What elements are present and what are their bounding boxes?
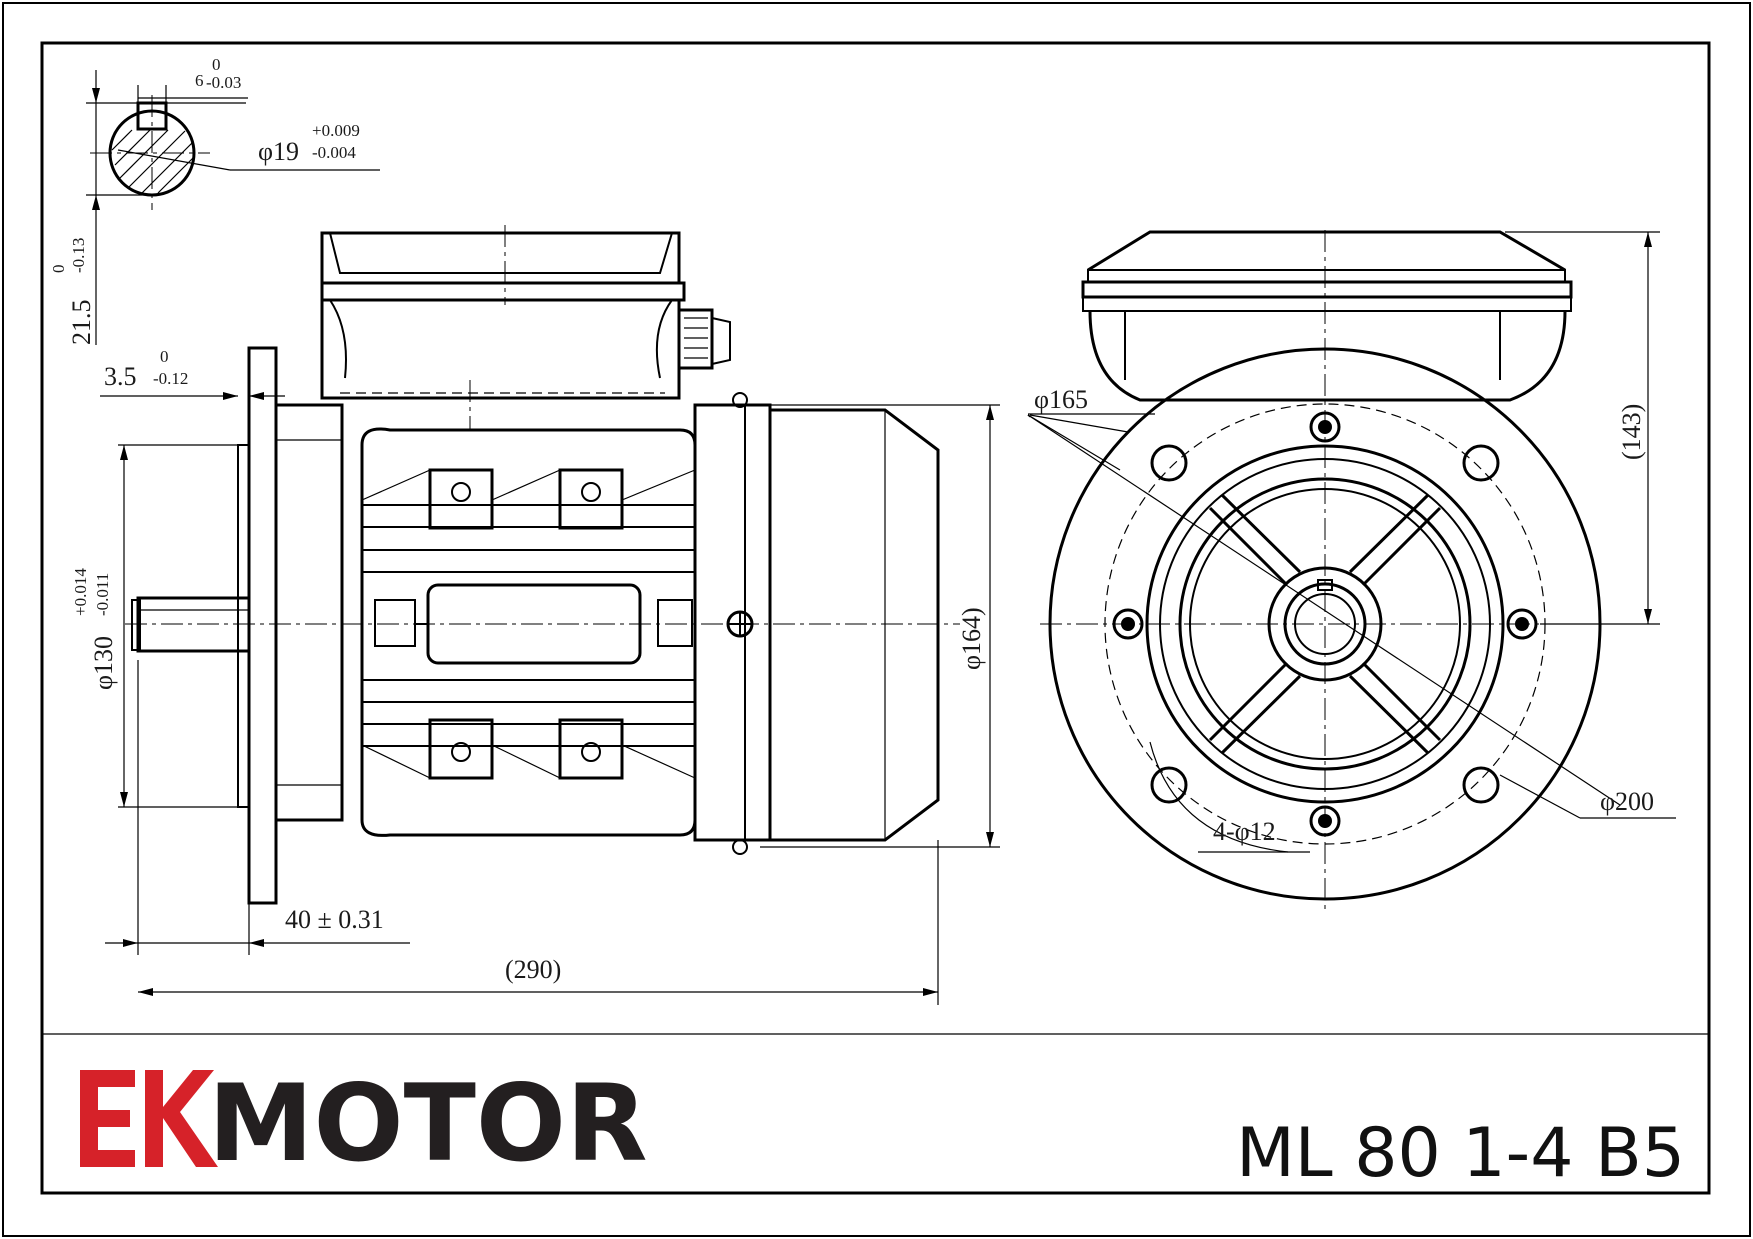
model-number: ML 80 1-4 B5 [1236,1114,1685,1193]
shaft-length-label: 40 ± 0.31 [285,905,384,934]
flange-thickness-tol-upper: 0 [160,347,169,366]
shaft-dia-tol-upper: +0.009 [312,121,360,140]
spigot-dia-label: φ130 [89,636,118,690]
front-view-dimensions [1027,231,1676,853]
key-width-label: 6 [195,71,204,90]
brand-name: MOTOR [208,1062,648,1185]
brand-logo: MOTOR [80,1062,648,1185]
key-height-tol-lower: -0.13 [69,238,88,273]
flange-dia-label: φ200 [1600,787,1654,816]
front-view [1040,230,1615,910]
key-width-tol-lower: -0.03 [206,73,241,92]
key-height-label: 21.5 [67,300,96,346]
brand-mark-icon [80,1070,218,1167]
holes-label: 4-φ12 [1213,817,1276,846]
overall-length-label: (290) [505,955,561,984]
side-view-dimensions [100,392,1000,1005]
flange-thickness-label: 3.5 [104,362,137,391]
key-width-tol-upper: 0 [212,55,221,74]
shaft-dia-label: φ19 [258,137,299,166]
shaft-section [86,70,380,345]
flange-thickness-tol-lower: -0.12 [153,369,188,388]
height-to-axis-label: (143) [1617,404,1646,460]
shaft-dia-tol-lower: -0.004 [312,143,356,162]
spigot-dia-tol-lower: -0.011 [93,573,112,616]
pcd-inner-label: φ165 [1034,385,1088,414]
key-height-tol-upper: 0 [49,265,68,274]
drawing-frame [40,41,1711,1195]
spigot-dia-tol-upper: +0.014 [71,568,90,616]
side-view [125,225,960,905]
frame-dia-label: φ164) [957,607,986,670]
